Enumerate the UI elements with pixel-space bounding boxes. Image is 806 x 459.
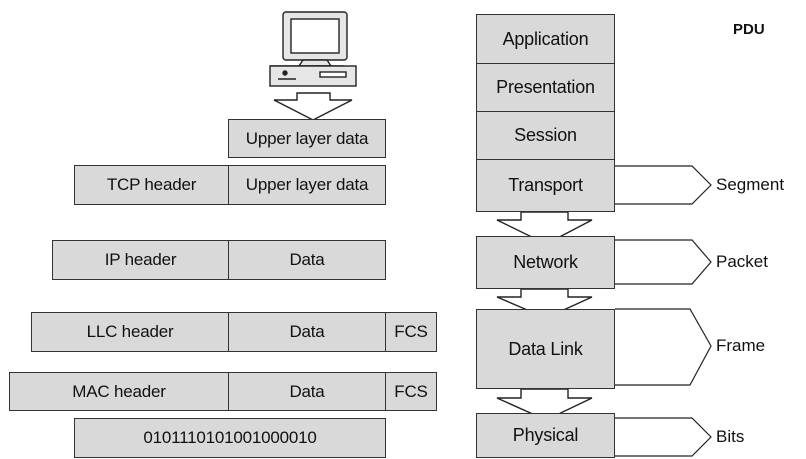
pdu-bracket-packet [615, 239, 712, 285]
layer-transport: Transport [476, 159, 615, 212]
llc-data-cell: Data [228, 312, 386, 352]
mac-header-cell: MAC header [9, 372, 229, 411]
mac-data-cell: Data [228, 372, 386, 411]
llc-fcs-cell: FCS [385, 312, 437, 352]
layer-data-link: Data Link [476, 309, 615, 389]
mac-fcs-cell: FCS [385, 372, 437, 411]
down-arrow-network-datalink [496, 288, 593, 319]
llc-header-cell: LLC header [31, 312, 229, 352]
computer-icon [269, 11, 357, 87]
tcp-header-cell: TCP header [74, 165, 229, 205]
pdu-bracket-segment [615, 165, 712, 205]
layer-presentation: Presentation [476, 63, 615, 112]
down-arrow-transport-network [496, 211, 593, 245]
down-arrow-computer [273, 92, 353, 121]
layer-session: Session [476, 111, 615, 160]
layer-network: Network [476, 236, 615, 289]
pdu-bracket-bits [615, 417, 712, 457]
pdu-label-packet: Packet [716, 252, 768, 271]
pdu-label-segment: Segment [716, 175, 785, 194]
ip-data-cell: Data [228, 240, 386, 280]
upper-layer-data-cell: Upper layer data [228, 119, 386, 158]
bit-stream-cell: 0101110101001000010 [74, 418, 386, 458]
layer-application: Application [476, 14, 615, 64]
layer-physical: Physical [476, 413, 615, 458]
ip-header-cell: IP header [52, 240, 229, 280]
pdu-label-bits: Bits [716, 427, 745, 446]
pdu-title: PDU [733, 21, 765, 38]
tcp-data-cell: Upper layer data [228, 165, 386, 205]
pdu-bracket-frame [615, 308, 712, 386]
down-arrow-datalink-physical [496, 388, 593, 421]
pdu-label-frame: Frame [716, 336, 766, 355]
